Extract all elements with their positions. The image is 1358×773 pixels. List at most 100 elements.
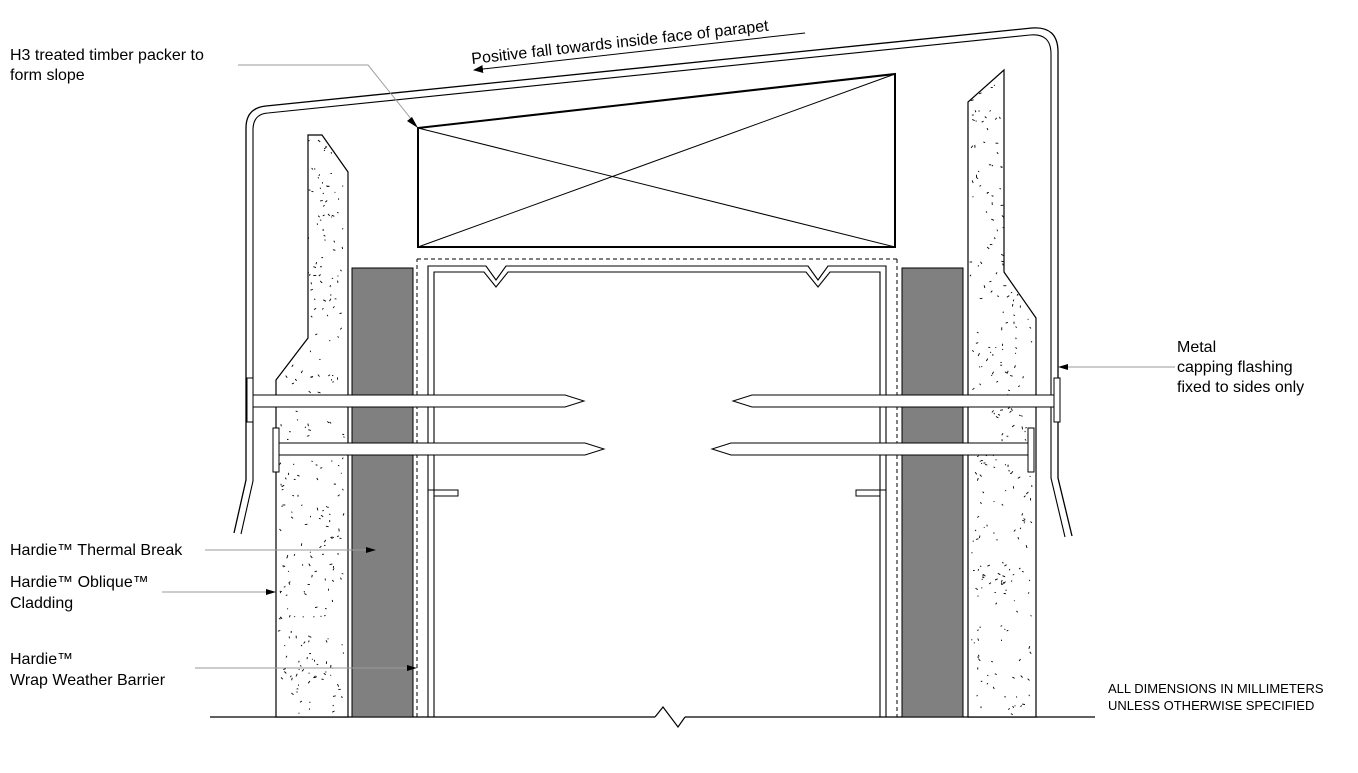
cladding-speck xyxy=(978,171,979,172)
fall-note: Positive fall towards inside face of par… xyxy=(471,18,770,68)
cladding-speck xyxy=(981,681,983,682)
cladding-speck xyxy=(1021,416,1022,417)
cladding-speck xyxy=(342,186,343,187)
cladding-speck xyxy=(320,468,322,469)
cladding-speck xyxy=(978,655,979,657)
cladding-speck xyxy=(310,552,311,553)
cladding-speck xyxy=(309,709,310,710)
cladding-speck xyxy=(1023,376,1024,378)
cladding-speck xyxy=(314,299,315,300)
cladding-speck xyxy=(328,638,329,639)
cladding-speck xyxy=(977,630,978,631)
cladding-speck xyxy=(984,527,985,528)
cladding-speck xyxy=(990,352,991,353)
cladding-speck xyxy=(980,186,982,187)
cladding-speck xyxy=(329,514,330,515)
cladding-speck xyxy=(1014,600,1015,601)
cladding-speck xyxy=(333,250,336,251)
timber-packer xyxy=(418,74,895,247)
cladding-speck xyxy=(309,641,310,643)
cladding-speck xyxy=(329,340,330,341)
cladding-speck xyxy=(326,146,328,147)
cladding-speck xyxy=(973,197,974,198)
cladding-speck xyxy=(1019,415,1021,416)
cladding-speck xyxy=(1015,353,1016,354)
cladding-speck xyxy=(316,262,317,264)
cladding-speck xyxy=(286,595,288,596)
cladding-speck xyxy=(333,696,336,697)
weather-barrier-wrap xyxy=(417,259,897,717)
cladding-speck xyxy=(312,575,313,578)
cladding-speck xyxy=(989,281,991,282)
cladding-speck xyxy=(311,461,312,462)
cladding-speck xyxy=(1000,410,1003,411)
cladding-speck xyxy=(319,174,320,176)
cladding-speck xyxy=(325,608,327,609)
cladding-speck xyxy=(287,608,288,609)
cladding-speck xyxy=(331,217,332,218)
cladding-speck xyxy=(987,675,988,676)
cladding-speck xyxy=(995,579,996,580)
cladding-speck xyxy=(1013,574,1014,575)
cladding-speck xyxy=(326,186,329,187)
cladding-speck xyxy=(310,274,311,276)
cladding-speck xyxy=(281,506,282,507)
cladding-speck xyxy=(1001,166,1002,167)
cladding-speck xyxy=(1031,616,1032,617)
cladding-speck xyxy=(1004,593,1006,594)
label-oblique-cladding: Hardie™ Oblique™ Cladding xyxy=(10,574,153,612)
left-cladding xyxy=(276,135,348,717)
cladding-speck xyxy=(292,512,293,513)
cladding-speck xyxy=(292,495,294,496)
cladding-speck xyxy=(342,247,343,249)
cladding-speck xyxy=(311,282,312,284)
dimensions-note: ALL DIMENSIONS IN MILLIMETERS UNLESS OTH… xyxy=(1108,681,1327,713)
cladding-speck xyxy=(974,642,975,643)
cladding-speck xyxy=(1011,292,1012,293)
label-wrap-barrier: Hardie™ Wrap Weather Barrier xyxy=(10,651,166,689)
cladding-speck xyxy=(1009,470,1010,472)
cladding-speck xyxy=(1005,464,1006,465)
cladding-speck xyxy=(288,571,289,572)
steel-frame-section xyxy=(428,266,886,717)
cladding-speck xyxy=(316,465,318,466)
label-metal-capping: Metal capping flashing fixed to sides on… xyxy=(1177,339,1304,396)
cladding-speck xyxy=(1022,427,1023,430)
cladding-speck xyxy=(313,617,314,618)
cladding-speck xyxy=(333,381,334,382)
cladding-speck xyxy=(1001,261,1003,262)
left-thermal-break xyxy=(352,268,413,717)
cladding-speck xyxy=(994,501,995,502)
cladding-speck xyxy=(331,675,332,676)
cladding-speck xyxy=(1012,304,1013,307)
cladding-speck xyxy=(1005,629,1006,630)
cladding-speck xyxy=(344,436,345,437)
cladding-speck xyxy=(319,518,321,519)
cladding-speck xyxy=(309,140,310,141)
cladding-speck xyxy=(342,574,344,575)
cladding-speck xyxy=(317,508,318,511)
cladding-speck xyxy=(301,543,302,546)
cladding-speck xyxy=(1024,523,1025,524)
cladding-speck xyxy=(280,591,281,593)
cladding-speck xyxy=(981,366,982,367)
cladding-speck xyxy=(294,616,295,617)
cladding-speck xyxy=(1009,569,1010,570)
cladding-speck xyxy=(1029,580,1030,581)
cladding-speck xyxy=(987,525,988,527)
cladding-speck xyxy=(326,526,329,527)
cladding-speck xyxy=(337,212,338,213)
cladding-speck xyxy=(297,419,298,420)
cladding-speck xyxy=(1002,349,1003,350)
label-thermal-break: Hardie™ Thermal Break xyxy=(10,542,183,559)
cladding-speck xyxy=(1003,264,1004,266)
cladding-speck xyxy=(294,464,295,465)
cladding-speck xyxy=(976,343,978,344)
cladding-speck xyxy=(1001,583,1002,585)
cladding-speck xyxy=(308,424,309,427)
cladding-speck xyxy=(976,121,977,122)
cladding-speck xyxy=(309,673,310,674)
cladding-speck xyxy=(1016,338,1017,340)
